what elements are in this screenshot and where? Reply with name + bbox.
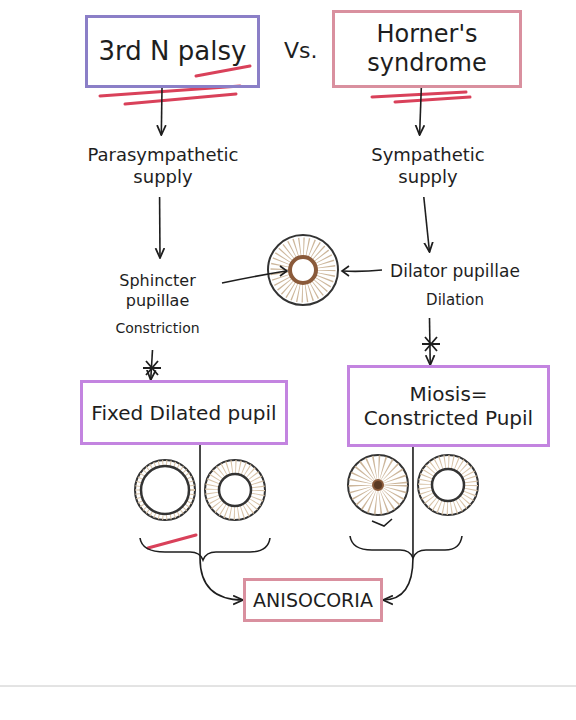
- condition-box: 3rd N palsy: [85, 15, 260, 88]
- constricted-pupil: [373, 480, 383, 490]
- curly-bracket: [140, 538, 270, 560]
- emphasis-stroke: [196, 66, 250, 76]
- leader-lines: [222, 266, 382, 283]
- result-box: ANISOCORIA: [243, 578, 383, 622]
- block-marks: [143, 337, 440, 375]
- node-label: Sphincter pupillae: [95, 271, 220, 309]
- versus-label: Vs.: [284, 38, 318, 63]
- flow-arrow: [429, 318, 431, 365]
- eye-outline: [268, 235, 338, 305]
- node-label: Sympathetic supply: [358, 144, 498, 187]
- node-label: Miosis= Constricted Pupil: [350, 382, 547, 430]
- result-box: Fixed Dilated pupil: [80, 380, 288, 445]
- node-label: ANISOCORIA: [253, 589, 373, 612]
- flow-arrow: [151, 350, 153, 380]
- iris-texture: [425, 462, 471, 508]
- normal-pupil: [432, 469, 464, 501]
- node-label: Parasympathetic supply: [78, 144, 248, 187]
- curly-bracket: [350, 536, 462, 558]
- muscle-text: Dilator pupillaeDilation: [380, 252, 530, 318]
- block-mark: [422, 337, 440, 351]
- muscle-text: Sphincter pupillaeConstriction: [95, 258, 220, 350]
- divider-line: [0, 686, 576, 687]
- node-sublabel: Dilation: [426, 291, 484, 309]
- flow-arrow: [159, 197, 161, 258]
- flow-arrow: [424, 197, 430, 252]
- node-sublabel: Constriction: [115, 320, 199, 337]
- dilated-pupil: [141, 466, 189, 514]
- emphasis-stroke: [125, 94, 236, 104]
- leader-head: [280, 266, 287, 276]
- pupil: [290, 257, 316, 283]
- iris-texture: [212, 467, 258, 513]
- leader-line: [342, 270, 382, 271]
- flow-arrow: [200, 445, 243, 600]
- node-label: Dilator pupillae: [390, 261, 520, 281]
- iris-texture: [138, 463, 192, 517]
- node-label: Horner's syndrome: [335, 20, 519, 78]
- flow-arrow: [383, 447, 413, 600]
- node-label: Fixed Dilated pupil: [91, 401, 276, 425]
- leader-head: [342, 266, 349, 276]
- flow-arrow: [161, 88, 163, 135]
- node-label: 3rd N palsy: [99, 36, 247, 67]
- eye-outline: [135, 460, 195, 520]
- flow-arrow: [420, 88, 422, 135]
- result-box: Miosis= Constricted Pupil: [347, 365, 550, 447]
- emphasis-stroke: [372, 92, 466, 97]
- eye-outline: [418, 455, 478, 515]
- eye-outline: [205, 460, 265, 520]
- leader-line: [222, 271, 286, 283]
- tick-mark: [372, 519, 392, 526]
- eye-outline: [348, 455, 408, 515]
- eye-illustration: [268, 235, 338, 305]
- condition-box: Horner's syndrome: [332, 10, 522, 88]
- iris-texture: [361, 468, 395, 502]
- emphasis-stroke: [148, 535, 196, 548]
- iris-texture: [280, 247, 326, 293]
- emphasis-stroke: [395, 97, 470, 102]
- pathway-text: Parasympathetic supply: [78, 135, 248, 197]
- normal-pupil: [219, 474, 251, 506]
- pathway-text: Sympathetic supply: [358, 135, 498, 197]
